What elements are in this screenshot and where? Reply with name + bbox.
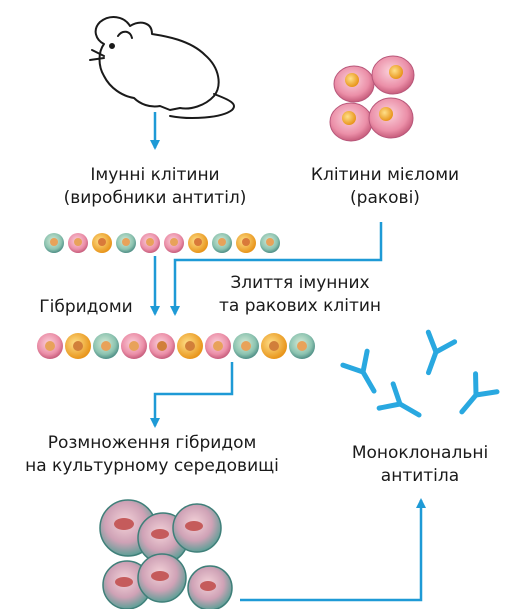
immune-cells-row	[44, 233, 280, 253]
antibodies-line1: Моноклональні	[335, 442, 505, 465]
myeloma-cells-label: Клітини мієломи (ракові)	[290, 164, 480, 210]
fusion-line2: та ракових клітин	[195, 295, 405, 318]
immune-cells-title: Імунні клітини	[60, 164, 250, 187]
immune-cells-subtitle: (виробники антитіл)	[60, 187, 250, 210]
mouse-icon	[90, 17, 234, 118]
arrow-culture-to-antibodies	[240, 500, 421, 600]
immune-cells-label: Імунні клітини (виробники антитіл)	[60, 164, 250, 210]
antibodies-line2: антитіла	[335, 465, 505, 488]
antibodies-label: Моноклональні антитіла	[335, 442, 505, 488]
reproduction-label: Розмноження гібридом на культурному сере…	[2, 432, 302, 478]
myeloma-cells-title: Клітини мієломи	[290, 164, 480, 187]
myeloma-cells-subtitle: (ракові)	[290, 187, 480, 210]
myeloma-cell-icon	[330, 56, 414, 141]
fusion-line1: Злиття імунних	[195, 272, 405, 295]
hybridoma-row	[37, 333, 315, 359]
reproduction-line1: Розмноження гібридом	[2, 432, 302, 455]
culture-cells	[100, 500, 232, 609]
arrow-hybridoma-to-culture	[155, 362, 232, 426]
reproduction-line2: на культурному середовищі	[2, 455, 302, 478]
hybridomas-label: Гібридоми	[30, 296, 142, 319]
fusion-label: Злиття імунних та ракових клітин	[195, 272, 405, 318]
antibody-icon	[343, 332, 497, 427]
